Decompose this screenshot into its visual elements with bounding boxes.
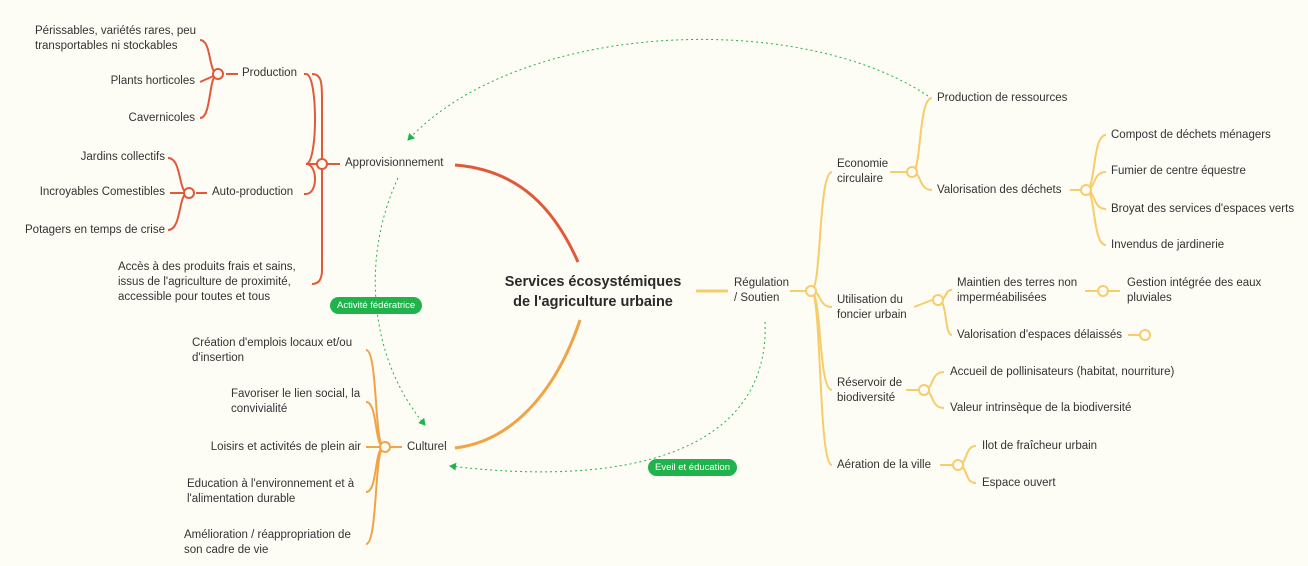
topic-foncier-urbain[interactable]: Utilisation du foncier urbain xyxy=(837,294,907,321)
item-education-environnement[interactable]: Education à l'environnement et à l'alime… xyxy=(187,478,355,505)
topic-economie-circulaire[interactable]: Economie circulaire xyxy=(837,158,889,185)
item-maintien-terres[interactable]: Maintien des terres non imperméabilisées xyxy=(957,277,1078,304)
link-eveil-education xyxy=(449,321,766,473)
item-invendus[interactable]: Invendus de jardinerie xyxy=(1111,239,1225,251)
topic-auto-production[interactable]: Auto-production xyxy=(212,186,294,198)
item-valorisation-espaces[interactable]: Valorisation d'espaces délaissés xyxy=(957,329,1122,341)
branch-culturel xyxy=(454,319,582,450)
item-amelioration-cadre[interactable]: Amélioration / réappropriation de son ca… xyxy=(184,529,351,556)
topic-production[interactable]: Production xyxy=(242,67,297,79)
link-label-eveil-education[interactable]: Eveil et éducation xyxy=(648,459,737,476)
item-production-ressources[interactable]: Production de ressources xyxy=(937,92,1068,104)
item-perissables[interactable]: Périssables, variétés rares, peu transpo… xyxy=(35,25,197,52)
item-gestion-eaux[interactable]: Gestion intégrée des eaux pluviales xyxy=(1127,277,1262,304)
topic-culturel[interactable]: Culturel xyxy=(407,441,447,453)
item-broyat[interactable]: Broyat des services d'espaces verts xyxy=(1111,203,1295,215)
item-compost[interactable]: Compost de déchets ménagers xyxy=(1111,129,1271,141)
topic-valorisation-dechets[interactable]: Valorisation des déchets xyxy=(937,184,1062,196)
topic-regulation-soutien[interactable]: Régulation / Soutien xyxy=(734,277,789,304)
item-fumier[interactable]: Fumier de centre équestre xyxy=(1111,165,1246,177)
topic-approvisionnement[interactable]: Approvisionnement xyxy=(345,157,444,169)
item-espace-ouvert[interactable]: Espace ouvert xyxy=(982,477,1056,489)
item-ilot-fraicheur[interactable]: Ilot de fraîcheur urbain xyxy=(982,440,1098,452)
link-production-ressources xyxy=(407,38,929,141)
central-title-line2: de l'agriculture urbaine xyxy=(513,294,673,310)
item-lien-social[interactable]: Favoriser le lien social, la convivialit… xyxy=(231,388,361,415)
item-valeur-biodiversite[interactable]: Valeur intrinsèque de la biodiversité xyxy=(950,402,1132,414)
topic-reservoir-biodiversite[interactable]: Réservoir de biodiversité xyxy=(837,377,903,404)
branch-approvisionnement xyxy=(454,163,580,263)
item-incroyables-comestibles[interactable]: Incroyables Comestibles xyxy=(39,186,165,198)
topic-aeration-ville[interactable]: Aération de la ville xyxy=(837,459,931,471)
item-creation-emplois[interactable]: Création d'emplois locaux et/ou d'insert… xyxy=(192,337,353,364)
item-loisirs[interactable]: Loisirs et activités de plein air xyxy=(210,441,361,453)
link-label-activite-federatrice[interactable]: Activité fédératrice xyxy=(330,297,423,314)
central-topic[interactable]: Services écosystémiques de l'agriculture… xyxy=(478,272,708,312)
item-cavernicoles[interactable]: Cavernicoles xyxy=(128,112,195,124)
item-pollinisateurs[interactable]: Accueil de pollinisateurs (habitat, nour… xyxy=(950,366,1175,378)
item-plants-horticoles[interactable]: Plants horticoles xyxy=(110,75,195,87)
item-acces-produits[interactable]: Accès à des produits frais et sains, iss… xyxy=(118,261,296,303)
central-title-line1: Services écosystémiques xyxy=(504,274,682,290)
item-jardins-collectifs[interactable]: Jardins collectifs xyxy=(80,151,165,163)
item-potagers-crise[interactable]: Potagers en temps de crise xyxy=(25,224,165,236)
